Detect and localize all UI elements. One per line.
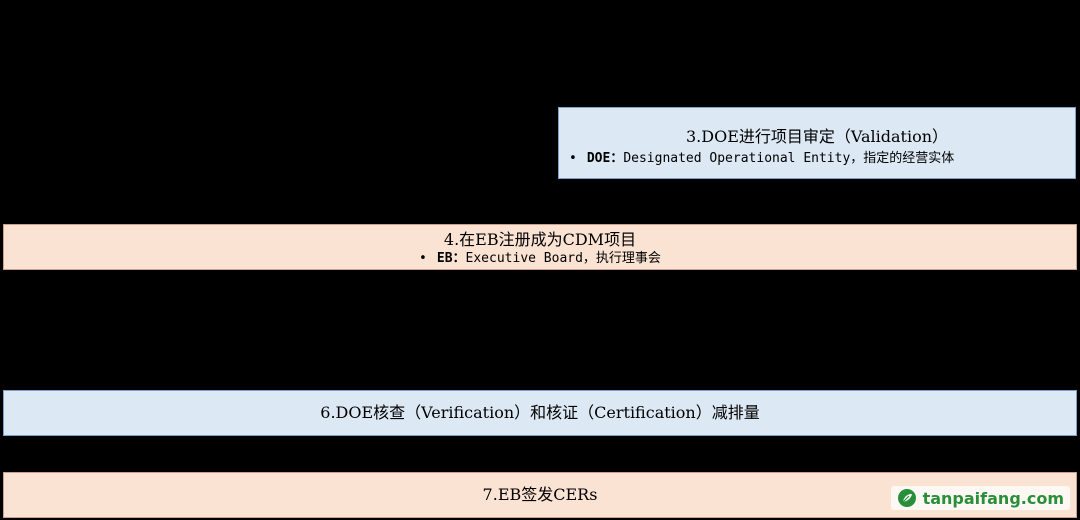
step-6-box: 6.DOE核查（Verification）和核证（Certification）减… [3, 390, 1077, 436]
step-4-note: • EB：Executive Board，执行理事会 [419, 250, 661, 267]
step-6-title: 6.DOE核查（Verification）和核证（Certification）减… [320, 403, 760, 422]
watermark: tanpaifang.com [890, 486, 1070, 510]
step-3-note-text: Designated Operational Entity，指定的经营实体 [623, 151, 955, 166]
step-3-note-key: DOE： [586, 151, 624, 166]
step-4-note-text: Executive Board，执行理事会 [465, 250, 661, 266]
step-3-box: 3.DOE进行项目审定（Validation） • DOE：Designated … [558, 107, 1076, 179]
step-7-title: 7.EB签发CERs [482, 485, 598, 504]
bullet-icon: • [419, 250, 427, 266]
step-4-box: 4.在EB注册成为CDM项目 • EB：Executive Board，执行理事会 [3, 224, 1077, 270]
watermark-text[interactable]: tanpaifang.com [922, 488, 1064, 508]
bullet-icon: • [569, 151, 577, 166]
step-4-title: 4.在EB注册成为CDM项目 [443, 229, 637, 249]
step-4-note-key: EB： [436, 250, 466, 266]
step-3-note: • DOE：Designated Operational Entity，指定的经营… [569, 150, 954, 167]
step-3-title: 3.DOE进行项目审定（Validation） [685, 127, 949, 146]
leaf-logo-icon [897, 489, 916, 507]
